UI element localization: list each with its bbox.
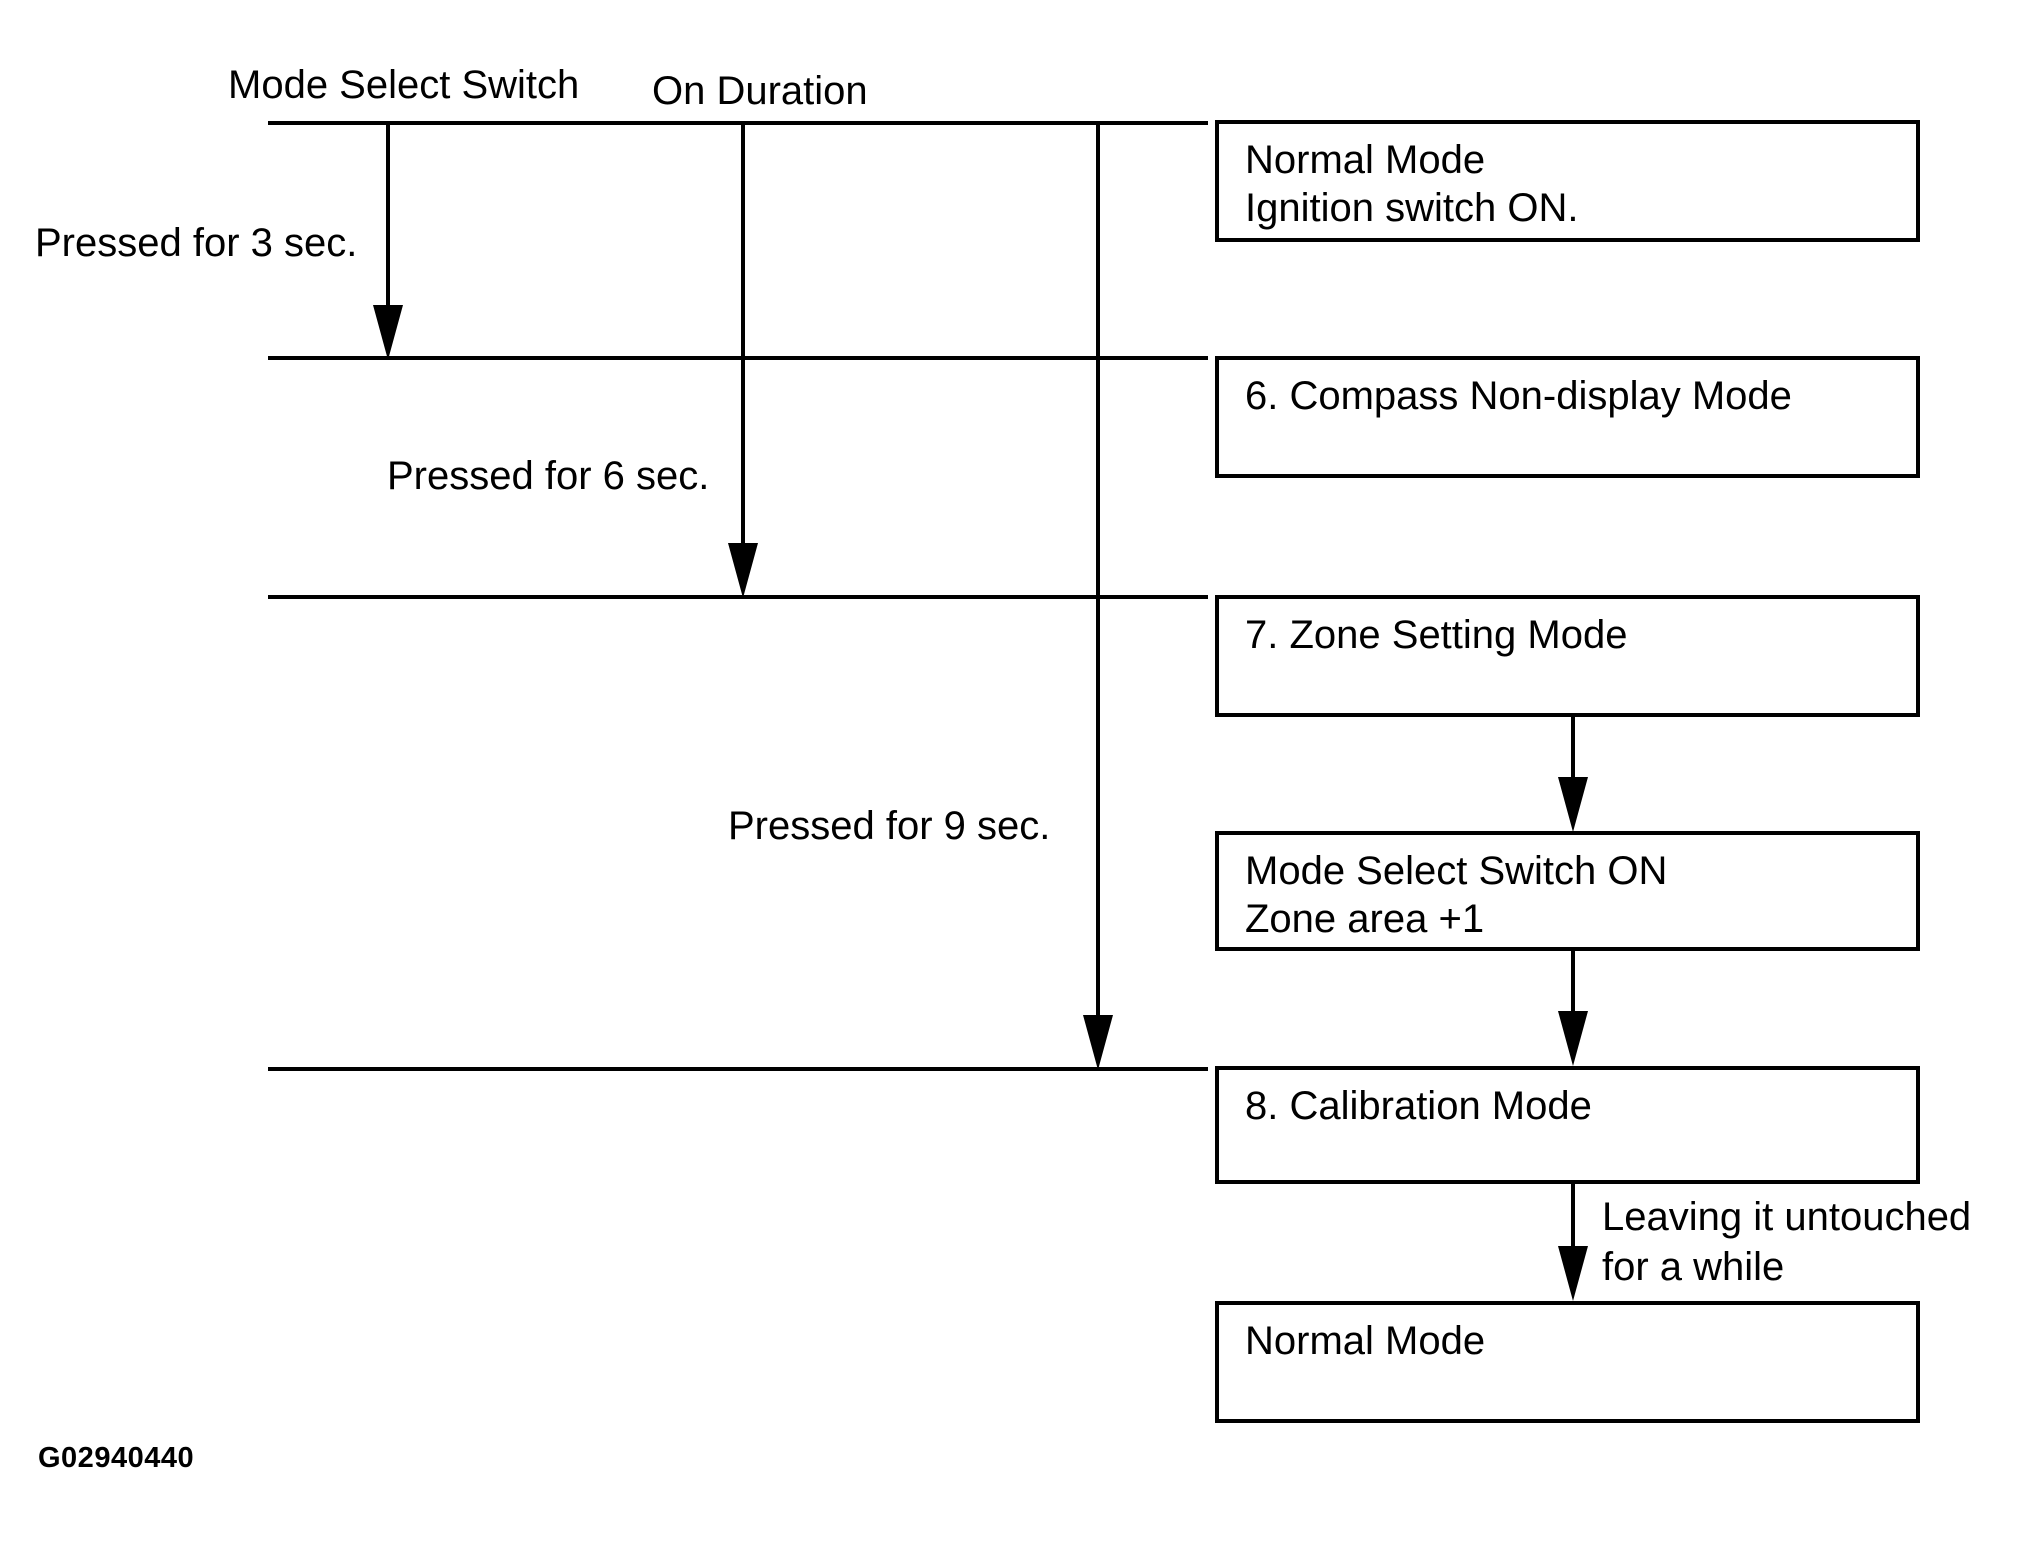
arrow-3sec-stem [386,123,390,308]
column-header-mode-select-switch: Mode Select Switch [228,63,580,107]
flow-box-line: Zone area +1 [1245,897,1485,941]
timing-rail-4 [268,1067,1208,1071]
flow-box-compass-non-display: 6. Compass Non-display Mode [1215,356,1920,478]
connector-zone-to-switch-head-icon [1558,777,1588,832]
connector-switch-to-calibration-head-icon [1558,1011,1588,1066]
column-header-on-duration: On Duration [652,69,868,113]
label-pressed-9-sec: Pressed for 9 sec. [728,804,1051,848]
flow-box-mode-select-switch-on: Mode Select Switch ON Zone area +1 [1215,831,1920,951]
label-leaving-untouched-line2: for a while [1602,1245,1785,1289]
label-leaving-untouched: Leaving it untouched for a while [1602,1192,1971,1292]
label-leaving-untouched-line1: Leaving it untouched [1602,1195,1972,1239]
connector-calibration-to-normal-stem [1571,1184,1575,1248]
flow-box-normal-mode-start: Normal Mode Ignition switch ON. [1215,120,1920,242]
flow-box-line: 7. Zone Setting Mode [1245,613,1628,657]
flow-box-line: 6. Compass Non-display Mode [1245,374,1792,418]
arrow-6sec-stem [741,123,745,543]
label-pressed-3-sec: Pressed for 3 sec. [35,221,358,265]
flow-box-zone-setting: 7. Zone Setting Mode [1215,595,1920,717]
connector-zone-to-switch-stem [1571,717,1575,779]
arrow-3sec-head-icon [373,305,403,360]
connector-switch-to-calibration-stem [1571,951,1575,1013]
arrow-6sec-head-icon [728,543,758,598]
flow-box-line: Normal Mode [1245,1319,1486,1363]
arrow-9sec-stem [1096,123,1100,1015]
label-pressed-6-sec: Pressed for 6 sec. [387,454,710,498]
timing-rail-1 [268,121,1208,125]
connector-calibration-to-normal-head-icon [1558,1246,1588,1301]
timing-rail-2 [268,356,1208,360]
flow-box-line: 8. Calibration Mode [1245,1084,1592,1128]
flow-box-line: Ignition switch ON. [1245,186,1579,230]
figure-id: G02940440 [38,1442,195,1474]
arrow-9sec-head-icon [1083,1015,1113,1070]
flow-box-line: Mode Select Switch ON [1245,849,1668,893]
flow-box-normal-mode-end: Normal Mode [1215,1301,1920,1423]
flow-box-calibration-mode: 8. Calibration Mode [1215,1066,1920,1184]
flow-box-line: Normal Mode [1245,138,1486,182]
